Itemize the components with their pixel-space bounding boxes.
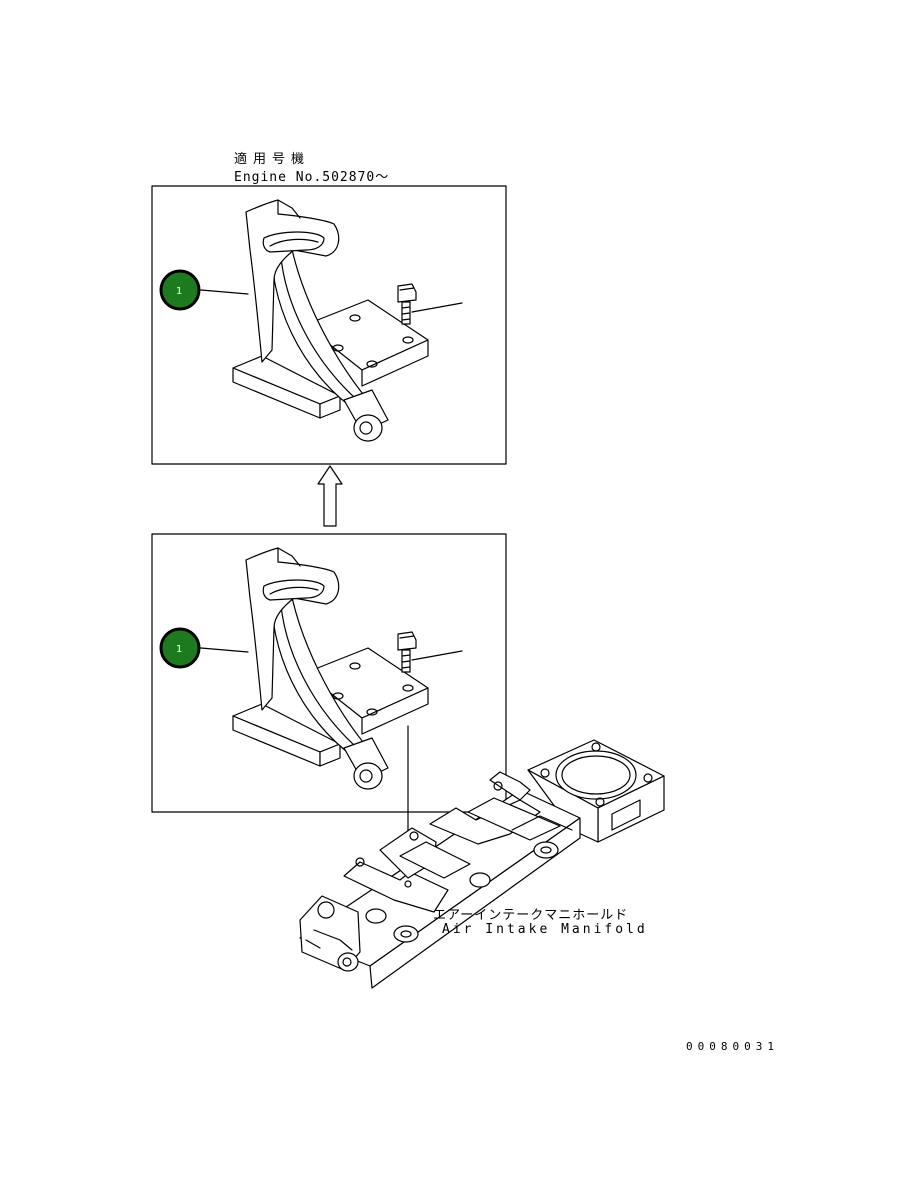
callout-1-circle xyxy=(159,269,201,311)
callout-marker: 1 xyxy=(159,627,201,669)
part-name-japanese: エアーインテークマニホールド xyxy=(433,908,629,923)
applicable-serial-label: 適用号機 xyxy=(234,152,311,167)
modified-bracket-box xyxy=(151,185,507,465)
callout-leader xyxy=(200,647,249,653)
callout-leader xyxy=(200,289,249,295)
callout-2-number: 1 xyxy=(176,644,182,655)
callout-2-circle xyxy=(159,627,201,669)
upgrade-arrow xyxy=(317,465,343,527)
engine-number-label: Engine No.502870～ xyxy=(234,170,390,185)
original-bracket-drawing xyxy=(232,547,463,790)
callout-marker: 1 xyxy=(159,269,201,311)
original-bracket-box xyxy=(151,533,507,813)
part-name-english: Air Intake Manifold xyxy=(442,922,648,937)
intake-manifold-drawing xyxy=(299,739,665,989)
callout-1-number: 1 xyxy=(176,286,182,297)
modified-bracket-drawing xyxy=(232,199,463,442)
drawing-number: 00080031 xyxy=(686,1040,779,1053)
